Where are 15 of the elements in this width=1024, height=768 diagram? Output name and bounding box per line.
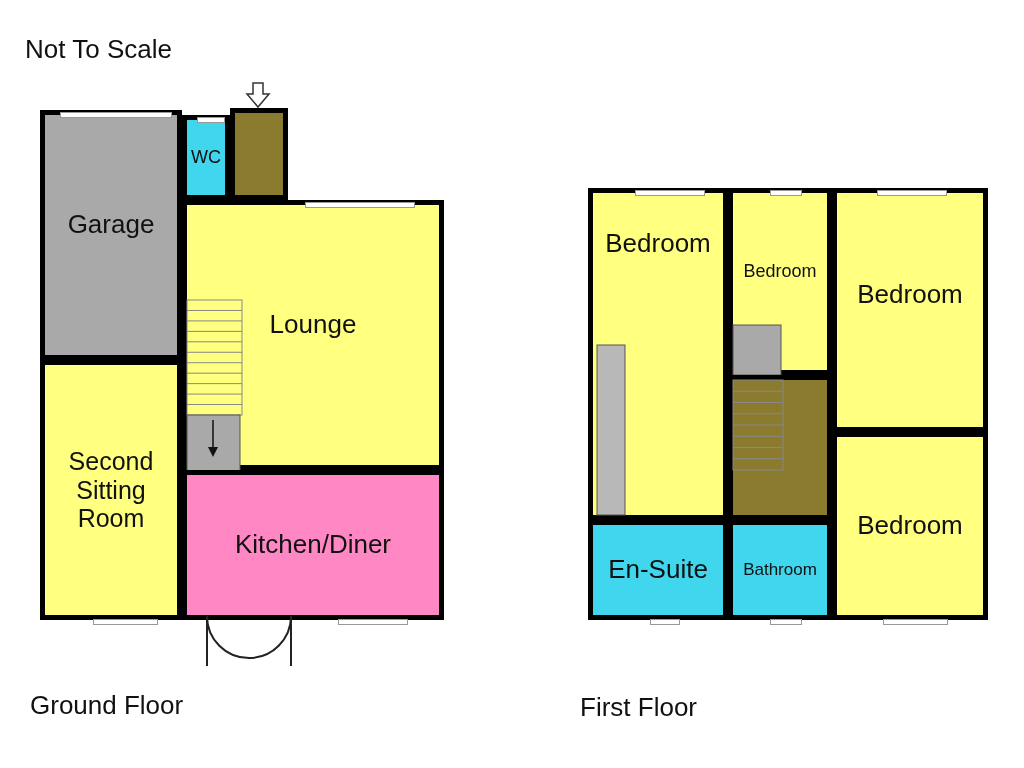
arrow xyxy=(245,82,271,108)
room-label: Bedroom xyxy=(857,511,963,541)
floor-plan-note: Not To Scale xyxy=(25,34,172,65)
room-label: Lounge xyxy=(269,310,357,340)
room-label: Bedroom xyxy=(857,280,963,310)
room-label: En-Suite xyxy=(608,555,708,585)
room-label: Kitchen/Diner xyxy=(234,530,392,560)
floor-plan-note: Ground Floor xyxy=(30,690,184,721)
room-label: Bathroom xyxy=(743,560,817,580)
room-label: WC xyxy=(191,147,221,168)
room-label: Bedroom xyxy=(605,229,711,259)
room-label: Second Sitting Room xyxy=(67,446,155,534)
room-label: Garage xyxy=(67,210,155,240)
floor-plan-note: First Floor xyxy=(580,692,697,723)
room-label: Bedroom xyxy=(743,261,817,282)
